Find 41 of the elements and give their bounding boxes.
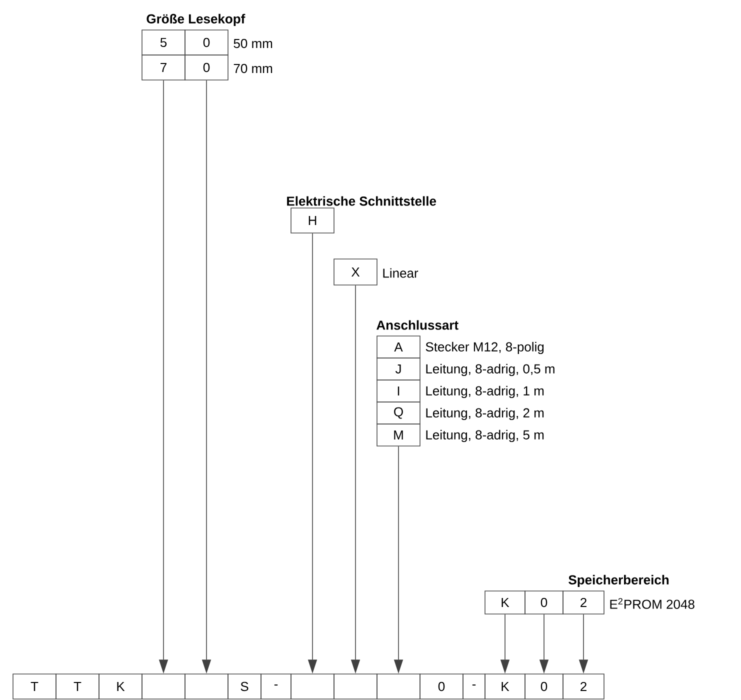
code-cell: 0 bbox=[184, 30, 228, 56]
code-cell: 0 bbox=[524, 590, 564, 614]
code-cell: 0 bbox=[524, 674, 564, 700]
code-cell: S bbox=[228, 674, 262, 700]
code-cell: - bbox=[260, 674, 292, 700]
option-description: Linear bbox=[383, 268, 418, 278]
option-description: 50 mm bbox=[234, 38, 272, 48]
group-heading: Speicherbereich bbox=[568, 574, 669, 588]
empty-code-cell bbox=[184, 674, 228, 700]
code-cell: 0 bbox=[420, 674, 464, 700]
code-cell: X bbox=[334, 258, 378, 286]
option-description: Stecker M12, 8-polig bbox=[426, 342, 544, 354]
option-description: Leitung, 8-adrig, 2 m bbox=[426, 408, 544, 420]
option-description: Leitung, 8-adrig, 1 m bbox=[426, 386, 544, 398]
code-cell: I bbox=[376, 380, 420, 402]
code-cell: T bbox=[56, 674, 100, 700]
code-cell: T bbox=[12, 674, 56, 700]
code-cell: K bbox=[484, 590, 526, 614]
code-cell: 5 bbox=[142, 30, 186, 56]
code-cell: 7 bbox=[142, 54, 186, 80]
code-cell: M bbox=[376, 424, 420, 446]
empty-code-cell bbox=[376, 674, 420, 700]
option-description: Leitung, 8-adrig, 0,5 m bbox=[426, 364, 554, 376]
option-description: 70 mm bbox=[234, 64, 272, 74]
code-cell: 2 bbox=[562, 590, 604, 614]
empty-code-cell bbox=[290, 674, 334, 700]
group-heading: Größe Lesekopf bbox=[146, 14, 246, 26]
code-cell: 0 bbox=[184, 54, 228, 80]
code-cell: K bbox=[484, 674, 526, 700]
code-cell: A bbox=[376, 336, 420, 358]
code-cell: 2 bbox=[562, 674, 604, 700]
code-cell: - bbox=[462, 674, 486, 700]
option-description: Leitung, 8-adrig, 5 m bbox=[426, 430, 544, 442]
option-description: E$^{2}$PROM 2048 bbox=[610, 598, 694, 609]
code-cell: H bbox=[290, 208, 334, 234]
code-cell: J bbox=[376, 358, 420, 380]
empty-code-cell bbox=[142, 674, 186, 700]
code-cell: K bbox=[98, 674, 142, 700]
code-cell: Q bbox=[376, 402, 420, 424]
empty-code-cell bbox=[334, 674, 378, 700]
group-heading: Anschlussart bbox=[376, 320, 458, 330]
